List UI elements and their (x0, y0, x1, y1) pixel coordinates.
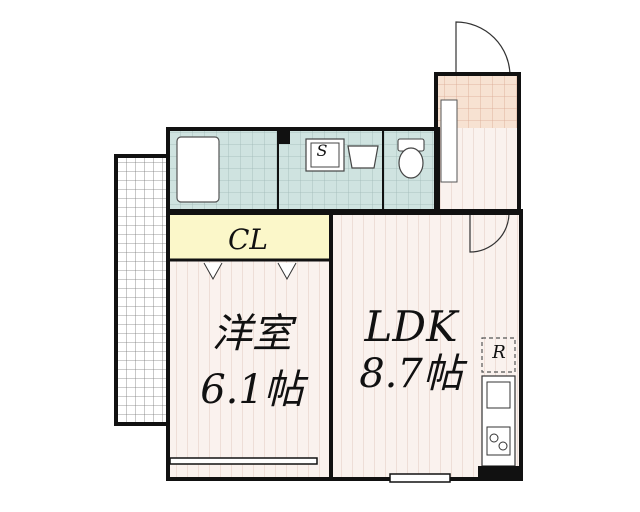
refrigerator-label: R (492, 342, 506, 363)
closet-label: CL (227, 223, 269, 256)
ldk-size: 8.7帖 (359, 351, 463, 397)
stove-icon (486, 426, 511, 456)
closet (170, 213, 330, 259)
entrance (438, 21, 519, 211)
ldk-label: LDK (364, 302, 458, 351)
ldk (332, 212, 519, 478)
column (478, 466, 521, 481)
western-room (170, 261, 330, 478)
sink-icon (486, 381, 511, 409)
refrigerator-space (481, 337, 516, 373)
toilet-room (384, 131, 436, 211)
closet-door-right (277, 262, 297, 281)
ldk-door-swing (469, 212, 510, 253)
balcony (114, 154, 170, 426)
toilet-icon (398, 147, 424, 179)
bathtub-icon (176, 136, 220, 203)
column (278, 129, 290, 144)
western-room-size: 6.1帖 (200, 367, 304, 413)
bathroom (170, 131, 277, 211)
washroom (279, 131, 382, 211)
washing-machine-space (305, 138, 345, 172)
walls (166, 72, 523, 481)
window (389, 473, 451, 483)
entry-door-swing (455, 21, 511, 77)
shoe-box-label: S (316, 141, 328, 160)
entry-shelf (440, 99, 458, 183)
closet-door-left (203, 262, 223, 281)
window (169, 457, 318, 465)
western-room-label: 洋室 (212, 311, 292, 357)
wash-basin-icon (347, 145, 379, 169)
